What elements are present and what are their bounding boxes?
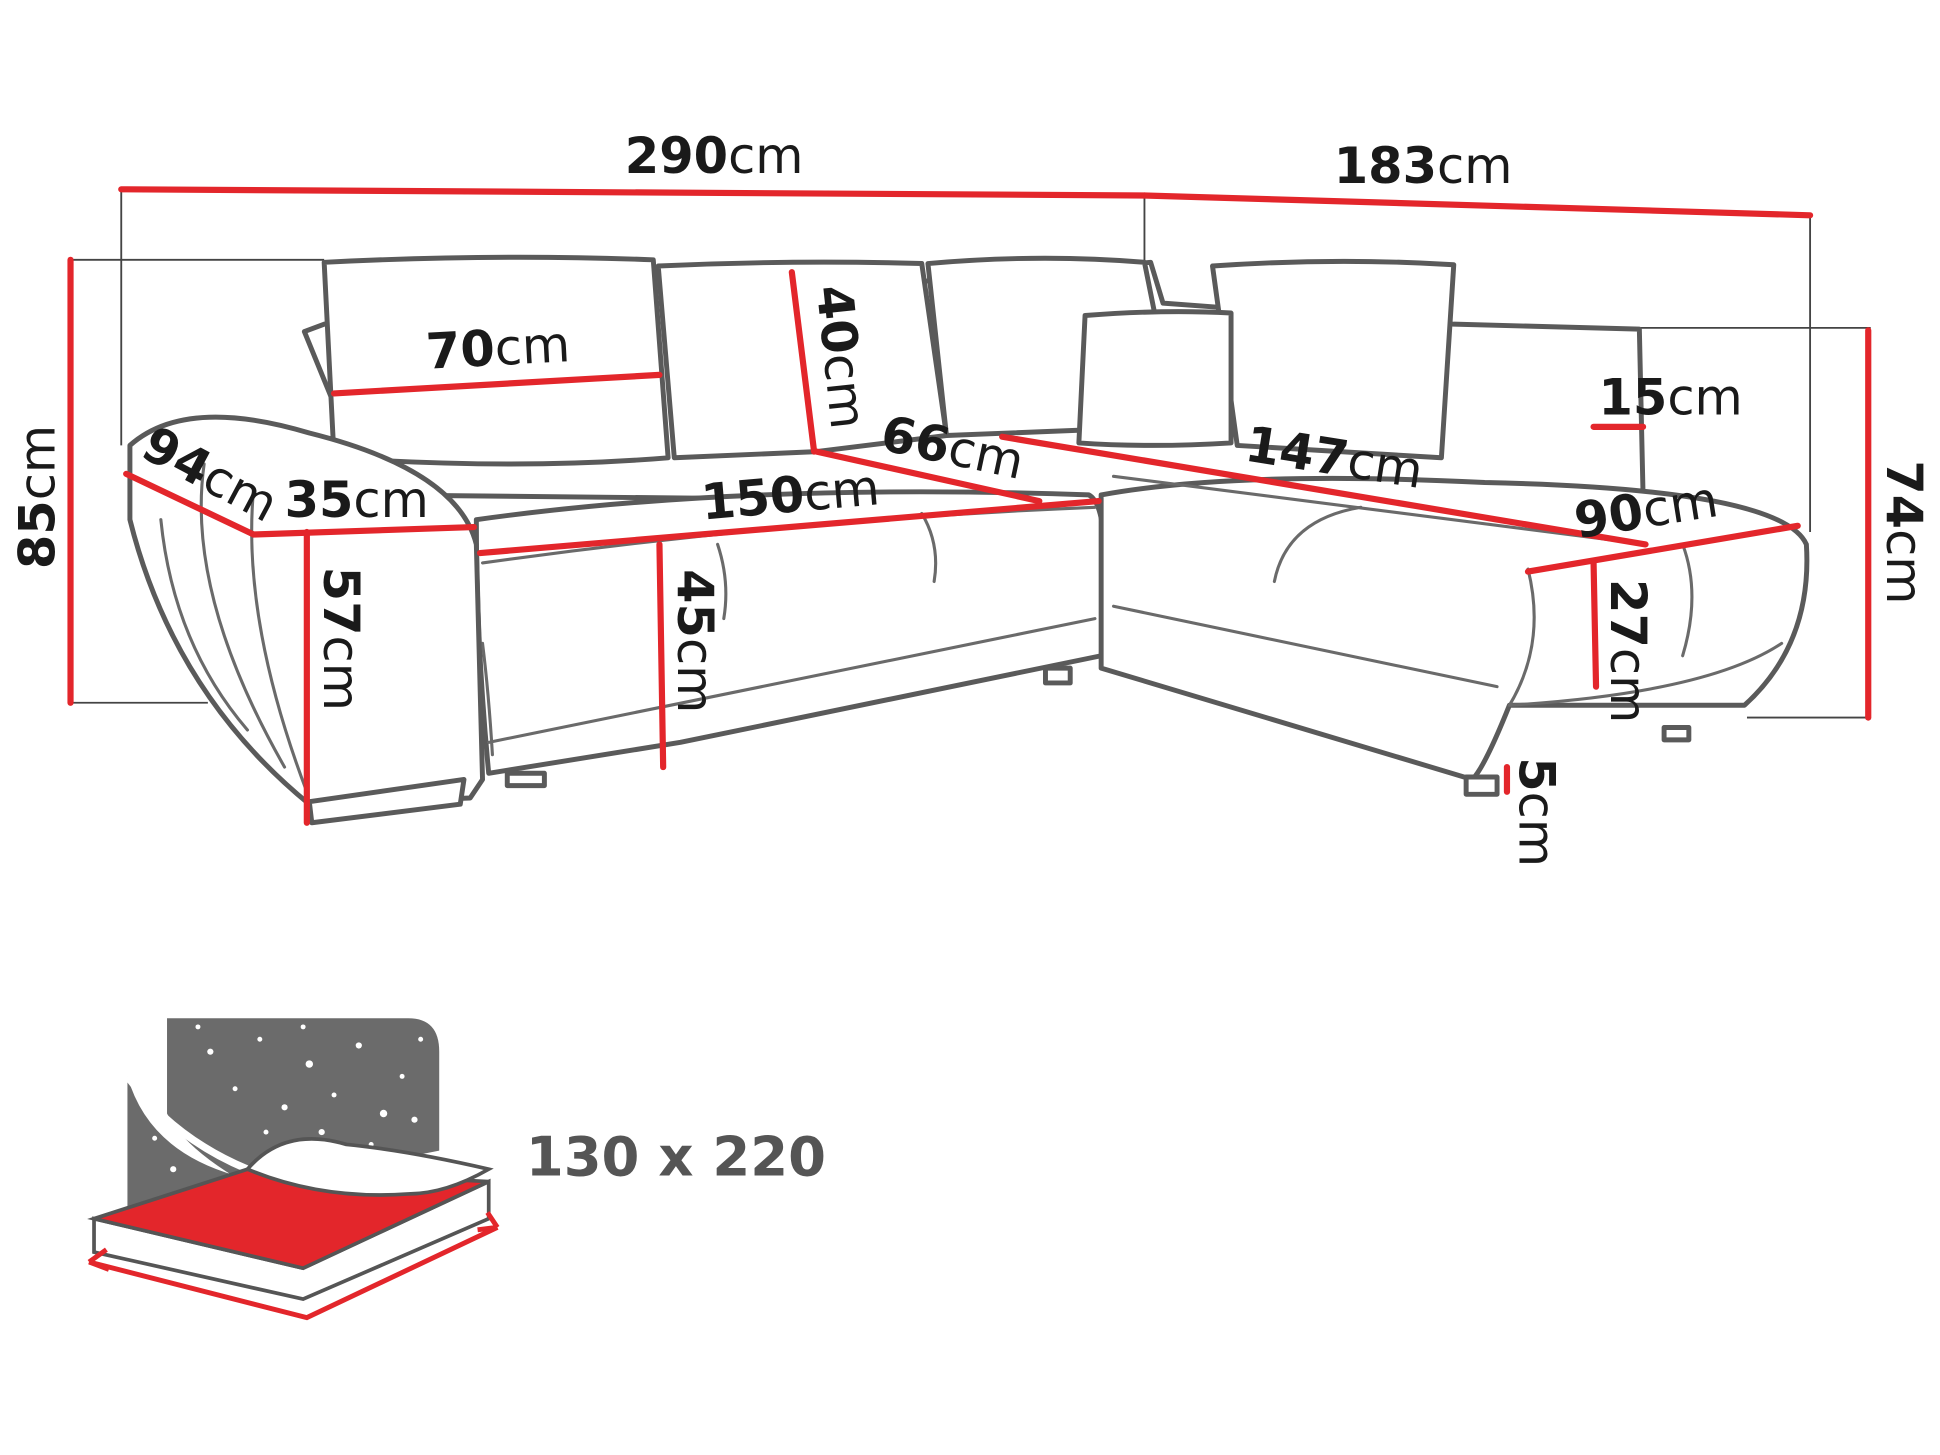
dimension-labels: 290cm 183cm 85cm 74cm 70cm 40cm 94cm 35c… bbox=[8, 127, 1932, 867]
dim-line-35 bbox=[250, 523, 477, 538]
sleeping-area-icon bbox=[87, 1018, 500, 1321]
bed-size-label: 130 x 220 bbox=[526, 1124, 826, 1188]
dim-line-27 bbox=[1590, 559, 1600, 690]
label-35: 35cm bbox=[285, 471, 429, 529]
label-45: 45cm bbox=[666, 569, 724, 713]
dim-line-183 bbox=[1141, 192, 1814, 219]
sofa-drawing bbox=[127, 254, 1810, 826]
label-40: 40cm bbox=[805, 282, 878, 432]
label-70: 70cm bbox=[424, 315, 571, 380]
throw-pillow bbox=[1076, 309, 1234, 448]
dim-line-66 bbox=[813, 448, 1043, 505]
left-base bbox=[306, 776, 467, 826]
extension-lines bbox=[70, 189, 1871, 719]
label-57: 57cm bbox=[312, 567, 370, 711]
stars-icon bbox=[152, 1024, 424, 1173]
measurement-lines bbox=[67, 186, 1872, 826]
label-5: 5cm bbox=[1507, 757, 1565, 867]
label-290: 290cm bbox=[625, 127, 804, 185]
label-74: 74cm bbox=[1875, 460, 1933, 604]
dim-line-45 bbox=[656, 541, 667, 771]
dim-line-90 bbox=[1524, 522, 1801, 575]
label-27: 27cm bbox=[1599, 579, 1657, 723]
dim-line-290 bbox=[118, 186, 1148, 199]
back-cushion-1 bbox=[321, 254, 671, 467]
dim-line-94 bbox=[123, 470, 257, 538]
label-85: 85cm bbox=[8, 425, 66, 569]
dim-line-40 bbox=[788, 269, 818, 455]
label-90: 90cm bbox=[1570, 470, 1722, 550]
dim-line-147 bbox=[999, 433, 1649, 548]
label-183: 183cm bbox=[1334, 137, 1513, 195]
back-cushion-4 bbox=[1210, 258, 1457, 461]
label-150: 150cm bbox=[699, 458, 882, 531]
dim-line-70 bbox=[330, 371, 663, 397]
dim-line-150 bbox=[476, 497, 1102, 557]
label-15: 15cm bbox=[1599, 368, 1743, 426]
